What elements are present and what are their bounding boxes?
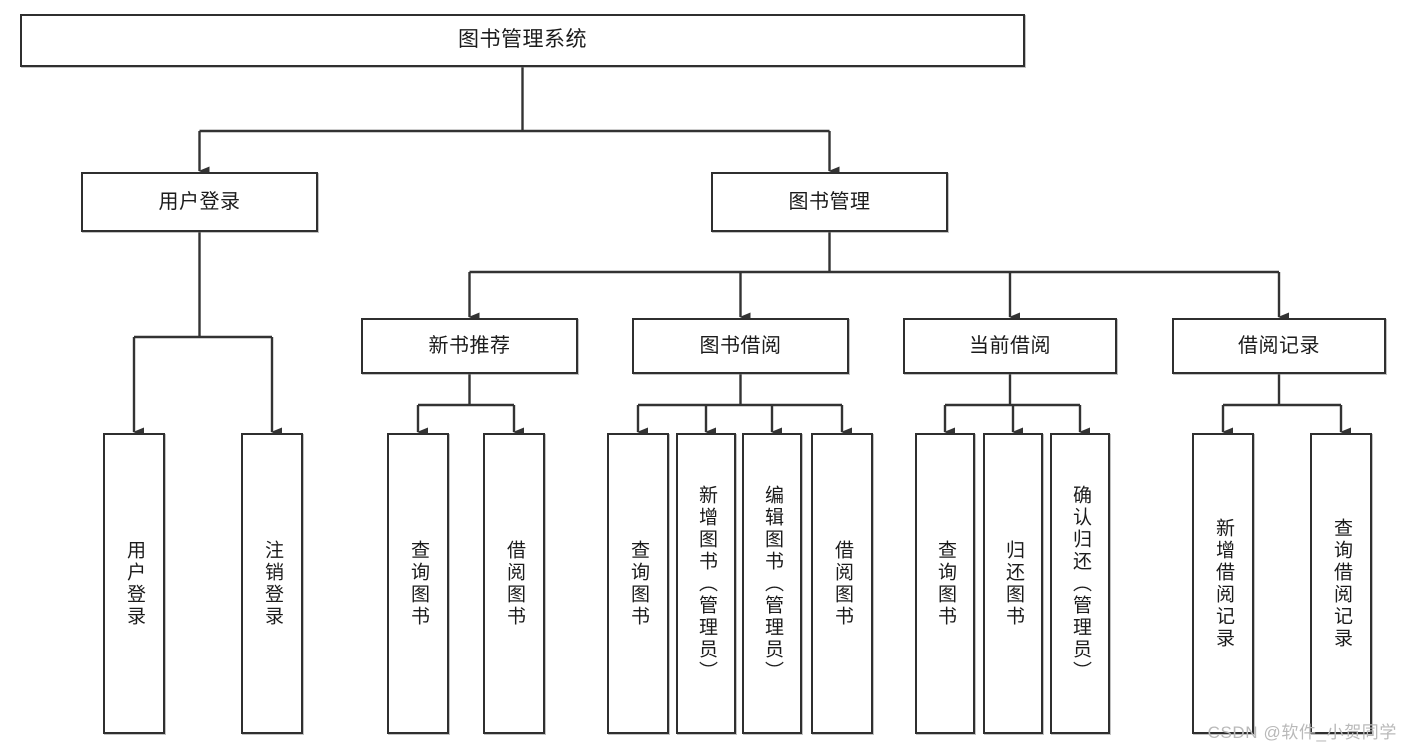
node-leaf-current-query-book-label: 查询图书: [934, 539, 956, 628]
node-leaf-borrow-edit-book-label: 编辑图书（管理员）: [761, 484, 783, 683]
node-root[interactable]: 图书管理系统: [20, 14, 1025, 67]
node-leaf-borrow-lend-book[interactable]: 借阅图书: [811, 433, 873, 734]
node-leaf-borrow-add-book-label: 新增图书（管理员）: [695, 484, 717, 683]
node-leaf-user-login[interactable]: 用户登录: [103, 433, 165, 734]
node-leaf-borrow-query-book-label: 查询图书: [627, 539, 649, 628]
node-leaf-recommend-borrow-book[interactable]: 借阅图书: [483, 433, 545, 734]
node-book-borrow[interactable]: 图书借阅: [632, 318, 849, 374]
node-new-book-recommend[interactable]: 新书推荐: [361, 318, 578, 374]
node-leaf-current-confirm-return[interactable]: 确认归还（管理员）: [1050, 433, 1110, 734]
node-leaf-recommend-query-book[interactable]: 查询图书: [387, 433, 449, 734]
node-borrow-record[interactable]: 借阅记录: [1172, 318, 1386, 374]
node-leaf-borrow-query-book[interactable]: 查询图书: [607, 433, 669, 734]
connector-group: [132, 67, 1351, 437]
node-leaf-record-add-label: 新增借阅记录: [1212, 517, 1234, 650]
node-current-borrow[interactable]: 当前借阅: [903, 318, 1117, 374]
node-root-label: 图书管理系统: [458, 28, 587, 52]
node-leaf-record-search-label: 查询借阅记录: [1330, 517, 1352, 650]
node-new-book-recommend-label: 新书推荐: [428, 334, 511, 357]
node-book-manage[interactable]: 图书管理: [711, 172, 948, 232]
node-leaf-user-login-label: 用户登录: [123, 539, 145, 628]
node-leaf-user-logout[interactable]: 注销登录: [241, 433, 303, 734]
node-leaf-recommend-borrow-book-label: 借阅图书: [503, 539, 525, 628]
node-leaf-current-return-book-label: 归还图书: [1002, 539, 1024, 628]
node-leaf-current-confirm-return-label: 确认归还（管理员）: [1069, 484, 1091, 683]
node-leaf-current-query-book[interactable]: 查询图书: [915, 433, 975, 734]
node-leaf-borrow-lend-book-label: 借阅图书: [831, 539, 853, 628]
node-leaf-borrow-edit-book[interactable]: 编辑图书（管理员）: [742, 433, 802, 734]
node-book-manage-label: 图书管理: [788, 190, 871, 213]
csdn-watermark: CSDN @软件_小贺同学: [1207, 723, 1397, 742]
node-borrow-record-label: 借阅记录: [1238, 334, 1320, 357]
node-user-login-label: 用户登录: [158, 190, 241, 213]
node-leaf-record-add[interactable]: 新增借阅记录: [1192, 433, 1254, 734]
node-leaf-recommend-query-book-label: 查询图书: [407, 539, 429, 628]
node-leaf-current-return-book[interactable]: 归还图书: [983, 433, 1043, 734]
node-user-login[interactable]: 用户登录: [81, 172, 318, 232]
node-book-borrow-label: 图书借阅: [699, 334, 782, 357]
node-leaf-record-search[interactable]: 查询借阅记录: [1310, 433, 1372, 734]
node-current-borrow-label: 当前借阅: [969, 334, 1051, 357]
node-leaf-borrow-add-book[interactable]: 新增图书（管理员）: [676, 433, 736, 734]
node-leaf-user-logout-label: 注销登录: [261, 539, 283, 628]
